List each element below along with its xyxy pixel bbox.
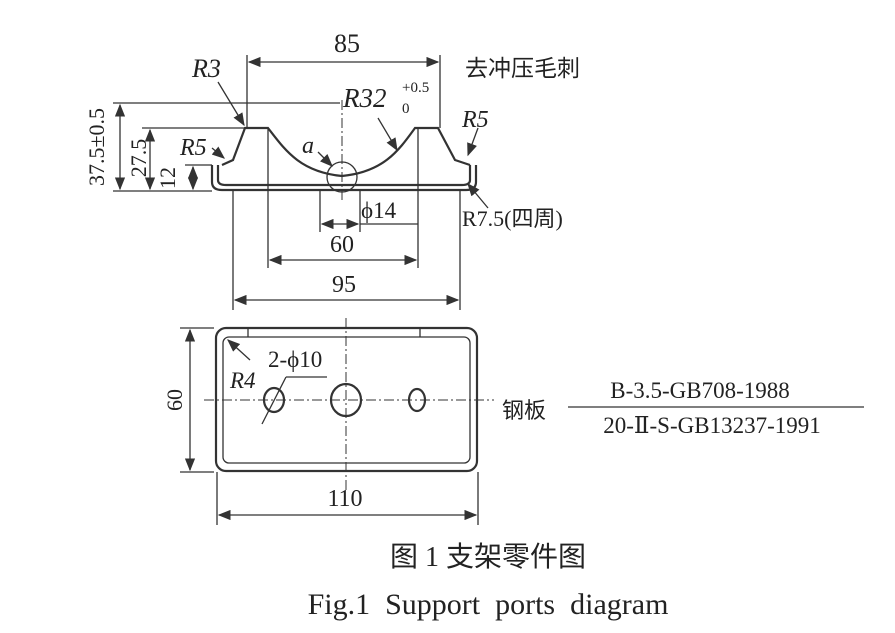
dim-27-5-label: 27.5: [126, 139, 151, 178]
phi14-label: ϕ14: [361, 198, 397, 223]
r32-tol-upper: +0.5: [402, 80, 429, 96]
r32-tol-lower: 0: [402, 101, 410, 117]
top-view: R4 2-ϕ10 60 110 钢板 B-3.5-GB708-1988 20-Ⅱ…: [162, 318, 864, 525]
deburr-note: 去冲压毛刺: [465, 56, 580, 81]
hole-right: [407, 387, 427, 413]
leader-r5-right: [467, 127, 479, 157]
hole-center: [329, 382, 363, 418]
r7-5-label: R7.5(四周): [462, 206, 563, 231]
r4-label: R4: [229, 368, 256, 393]
hole-left: [262, 386, 286, 414]
caption-en: Fig.1 Support ports diagram: [308, 588, 669, 621]
leader-r5-left: [211, 146, 225, 159]
dim-12-label: 12: [155, 167, 180, 189]
r32-label: R32: [342, 83, 387, 113]
leader-2-phi10: [261, 376, 287, 425]
r5-left-label: R5: [179, 135, 207, 161]
dim-60-top-label: 60: [162, 389, 187, 411]
leader-r7-5: [467, 183, 489, 209]
material-numerator: B-3.5-GB708-1988: [610, 378, 790, 403]
leader-a: [317, 151, 333, 167]
leader-r4: [227, 339, 251, 361]
dim-110-label: 110: [327, 486, 362, 512]
leader-r3: [217, 81, 245, 127]
dim-37-5-label: 37.5±0.5: [84, 108, 109, 186]
dim-95-label: 95: [332, 272, 356, 298]
dim-85-label: 85: [334, 29, 360, 58]
r5-right-label: R5: [461, 107, 489, 133]
dim-60-label: 60: [330, 232, 354, 258]
material-denominator: 20-Ⅱ-S-GB13237-1991: [603, 413, 821, 438]
a-label: a: [302, 133, 314, 159]
side-view: 85 R3 去冲压毛刺 R32 +0.5 0 37.5±0.5 27.5 12 …: [84, 29, 580, 310]
part-profile: [210, 126, 478, 192]
r3-label: R3: [191, 54, 221, 83]
material-label: 钢板: [502, 398, 546, 423]
caption-cn: 图 1 支架零件图: [390, 541, 586, 573]
leader-r32: [377, 117, 398, 152]
holes-label: 2-ϕ10: [268, 347, 322, 372]
